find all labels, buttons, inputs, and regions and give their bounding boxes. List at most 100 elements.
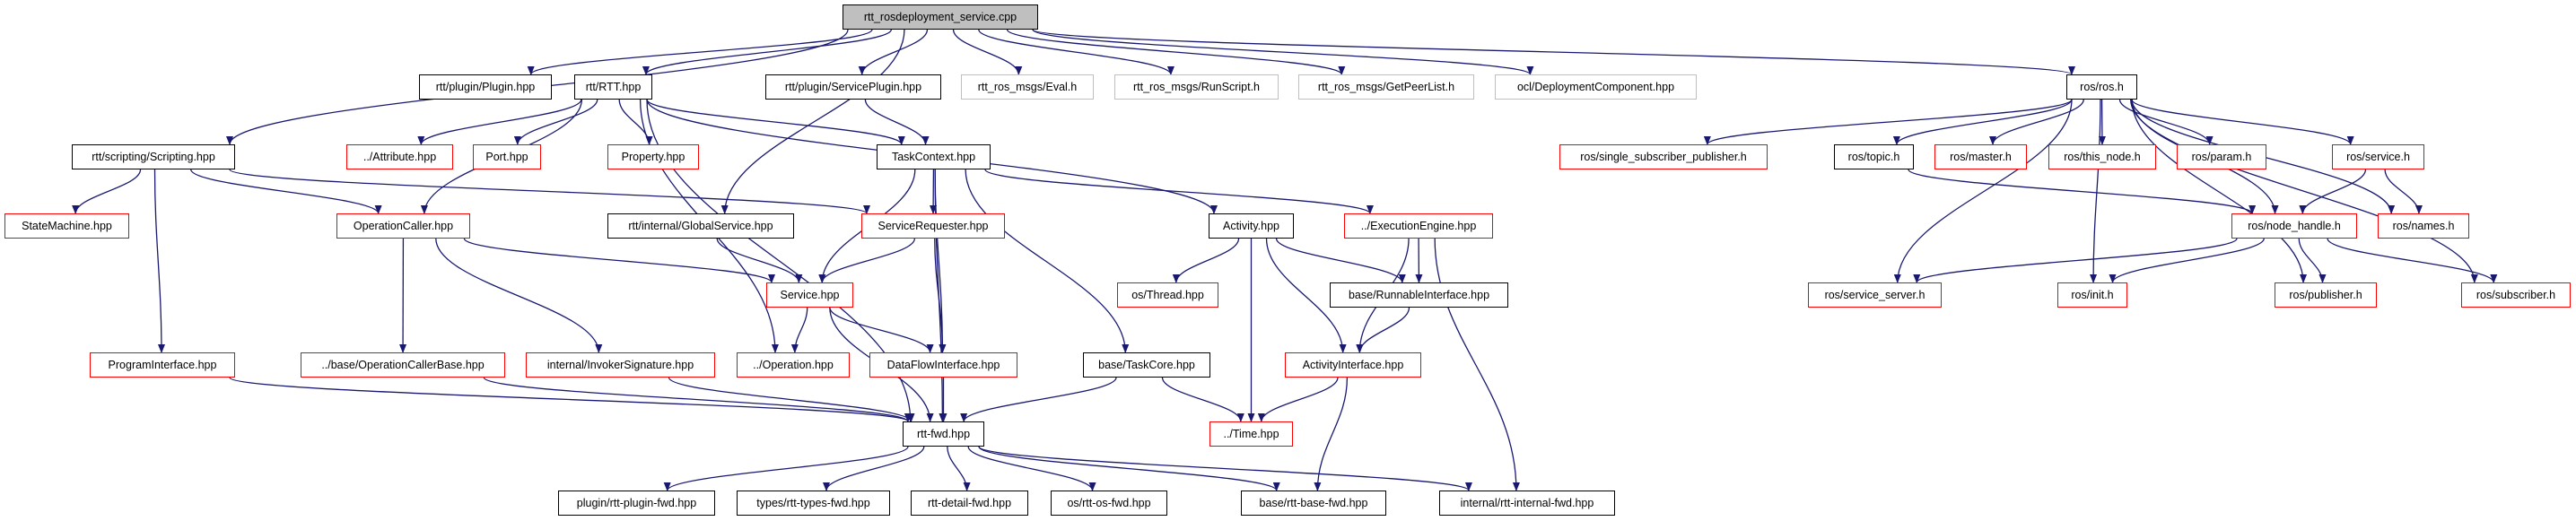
file-node-port[interactable]: Port.hpp xyxy=(473,144,541,169)
file-node-pluginfwd[interactable]: plugin/rtt-plugin-fwd.hpp xyxy=(558,491,715,516)
edge-taskcontext-to-execengine xyxy=(984,169,1374,214)
file-node-execengine[interactable]: ../ExecutionEngine.hpp xyxy=(1344,213,1493,239)
edge-rttfwd-to-pluginfwd xyxy=(663,446,909,491)
edge-scripting-to-servicerequester xyxy=(229,169,870,214)
edge-activityinterface-to-time xyxy=(1257,377,1339,422)
file-node-init[interactable]: ros/init.h xyxy=(2057,282,2127,308)
file-node-runnable[interactable]: base/RunnableInterface.hpp xyxy=(1330,282,1508,308)
edge-rosh-to-init xyxy=(2090,99,2101,283)
file-node-thisnode[interactable]: ros/this_node.h xyxy=(2048,144,2156,169)
edge-rosh-to-master xyxy=(1989,99,2084,145)
file-node-taskcore[interactable]: base/TaskCore.hpp xyxy=(1083,352,1210,378)
edge-taskcontext-to-taskcore xyxy=(965,169,1130,353)
edge-scripting-to-programinterface xyxy=(153,169,165,353)
file-node-rttfwd[interactable]: rtt-fwd.hpp xyxy=(903,421,984,447)
edge-nodehandle-to-publisher xyxy=(2298,238,2327,283)
file-node-operation[interactable]: ../Operation.hpp xyxy=(737,352,850,378)
file-node-thread[interactable]: os/Thread.hpp xyxy=(1117,282,1218,308)
file-node-detailfwd[interactable]: rtt-detail-fwd.hpp xyxy=(911,491,1028,516)
file-node-ssp[interactable]: ros/single_subscriber_publisher.h xyxy=(1559,144,1768,169)
file-node-subscriber[interactable]: ros/subscriber.h xyxy=(2461,282,2571,308)
edge-rosh-to-subscriber xyxy=(2131,99,2478,283)
file-node-taskcontext[interactable]: TaskContext.hpp xyxy=(877,144,991,169)
file-node-activityinterface[interactable]: ActivityInterface.hpp xyxy=(1285,352,1421,378)
edge-opcaller-to-invoker xyxy=(435,238,603,353)
file-node-names[interactable]: ros/names.h xyxy=(2378,213,2469,239)
file-node-getpeerlist[interactable]: rtt_ros_msgs/GetPeerList.h xyxy=(1298,74,1474,100)
edge-root-to-plugin xyxy=(527,29,873,75)
file-node-rosh[interactable]: ros/ros.h xyxy=(2066,74,2137,100)
edge-serviceplugin-to-taskcontext xyxy=(864,99,930,145)
edge-scripting-to-statemachine xyxy=(72,169,142,214)
file-node-globalservice[interactable]: rtt/internal/GlobalService.hpp xyxy=(607,213,794,239)
file-node-internalfwd[interactable]: internal/rtt-internal-fwd.hpp xyxy=(1439,491,1615,516)
file-node-master[interactable]: ros/master.h xyxy=(1934,144,2027,169)
edge-rosh-to-publisher xyxy=(2131,99,2308,283)
file-node-plugin[interactable]: rtt/plugin/Plugin.hpp xyxy=(419,74,552,100)
edge-root-to-deployment xyxy=(1032,29,1534,75)
file-node-attribute[interactable]: ../Attribute.hpp xyxy=(346,144,453,169)
file-node-service[interactable]: Service.hpp xyxy=(766,282,853,308)
edge-activity-to-runnable xyxy=(1275,238,1406,283)
file-node-scripting[interactable]: rtt/scripting/Scripting.hpp xyxy=(72,144,235,169)
edge-taskcore-to-time xyxy=(1161,377,1244,422)
file-node-basefwd[interactable]: base/rtt-base-fwd.hpp xyxy=(1241,491,1386,516)
file-node-property[interactable]: Property.hpp xyxy=(607,144,699,169)
file-node-opcaller[interactable]: OperationCaller.hpp xyxy=(336,213,470,239)
edge-runnable-to-activityinterface xyxy=(1356,307,1410,353)
file-node-serviceserver[interactable]: ros/service_server.h xyxy=(1808,282,1942,308)
edge-activityinterface-to-basefwd xyxy=(1314,377,1349,491)
edge-servicerequester-to-dataflow xyxy=(934,238,947,353)
file-node-topic[interactable]: ros/topic.h xyxy=(1834,144,1914,169)
file-node-opcallerbase[interactable]: ../base/OperationCallerBase.hpp xyxy=(301,352,505,378)
edge-root-to-globalservice xyxy=(720,29,905,214)
file-node-root[interactable]: rtt_rosdeployment_service.cpp xyxy=(843,4,1038,30)
file-node-osfwd[interactable]: os/rtt-os-fwd.hpp xyxy=(1051,491,1167,516)
edge-invoker-to-rttfwd xyxy=(668,377,915,422)
edge-topic-to-nodehandle xyxy=(1908,169,2256,214)
edge-root-to-serviceplugin xyxy=(858,29,929,75)
file-node-typesfwd[interactable]: types/rtt-types-fwd.hpp xyxy=(737,491,890,516)
file-node-servicerequester[interactable]: ServiceRequester.hpp xyxy=(861,213,1005,239)
edge-rosh-to-topic xyxy=(1892,99,2073,145)
file-node-programinterface[interactable]: ProgramInterface.hpp xyxy=(90,352,235,378)
file-node-time[interactable]: ../Time.hpp xyxy=(1209,421,1293,447)
edge-nodehandle-to-init xyxy=(2109,238,2265,283)
file-node-activity[interactable]: Activity.hpp xyxy=(1209,213,1294,239)
file-node-statemachine[interactable]: StateMachine.hpp xyxy=(4,213,129,239)
edge-rosh-to-ssp xyxy=(1704,99,2073,145)
file-node-serviceplugin[interactable]: rtt/plugin/ServicePlugin.hpp xyxy=(765,74,941,100)
edge-root-to-eval xyxy=(952,29,1023,75)
edge-execengine-to-internalfwd xyxy=(1434,238,1520,491)
edge-root-to-getpeerlist xyxy=(1006,29,1346,75)
file-node-eval[interactable]: rtt_ros_msgs/Eval.h xyxy=(961,74,1094,100)
edge-rtt-to-taskcontext xyxy=(646,99,905,145)
edge-globalservice-to-service xyxy=(716,238,803,283)
edge-root-to-rosh xyxy=(1032,29,2075,75)
file-node-nodehandle[interactable]: ros/node_handle.h xyxy=(2231,213,2357,239)
edge-programinterface-to-rttfwd xyxy=(229,377,912,422)
edge-rosh-to-param xyxy=(2118,99,2214,145)
file-node-deployment[interactable]: ocl/DeploymentComponent.hpp xyxy=(1495,74,1697,100)
edge-serviceh-to-nodehandle xyxy=(2299,169,2367,214)
file-node-invoker[interactable]: internal/InvokerSignature.hpp xyxy=(526,352,715,378)
edge-opcallerbase-to-rttfwd xyxy=(483,377,912,422)
file-node-rtt[interactable]: rtt/RTT.hpp xyxy=(574,74,652,100)
edge-rttfwd-to-osfwd xyxy=(967,446,1096,491)
file-node-dataflow[interactable]: DataFlowInterface.hpp xyxy=(869,352,1017,378)
edge-rttfwd-to-typesfwd xyxy=(823,446,925,491)
edge-servicerequester-to-service xyxy=(818,238,916,283)
edge-root-to-rtt xyxy=(642,29,892,75)
edge-nodehandle-to-serviceserver xyxy=(1913,238,2238,283)
file-node-serviceh[interactable]: ros/service.h xyxy=(2332,144,2424,169)
edge-rosh-to-serviceserver xyxy=(1893,99,2073,283)
edge-rtt-to-port xyxy=(513,99,598,145)
edge-opcaller-to-service xyxy=(463,238,775,283)
file-node-runscript[interactable]: rtt_ros_msgs/RunScript.h xyxy=(1114,74,1279,100)
edge-root-to-runscript xyxy=(978,29,1174,75)
file-node-publisher[interactable]: ros/publisher.h xyxy=(2275,282,2377,308)
edge-rtt-to-property xyxy=(618,99,653,145)
edge-taskcore-to-rttfwd xyxy=(960,377,1117,422)
file-node-param[interactable]: ros/param.h xyxy=(2177,144,2266,169)
